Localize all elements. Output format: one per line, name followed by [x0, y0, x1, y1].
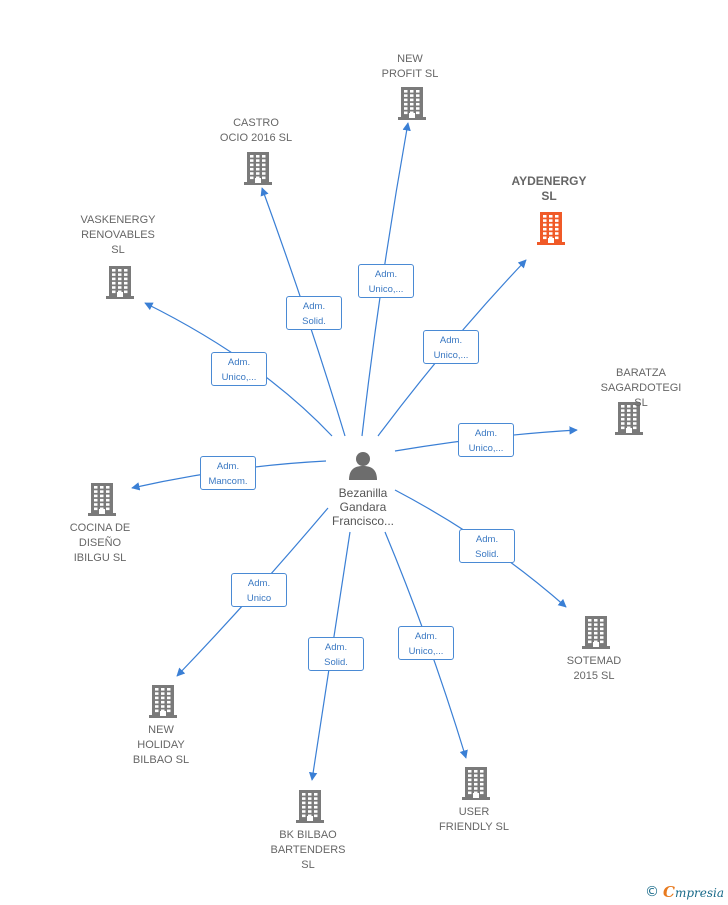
company-label-new-holiday[interactable]: NEW HOLIDAY BILBAO SL	[132, 724, 190, 766]
company-label-new-profit[interactable]: NEW PROFIT SL	[381, 53, 439, 80]
company-label-cocina[interactable]: COCINA DE DISEÑO IBILGU SL	[69, 522, 131, 564]
building-icon-aydenergy[interactable]	[535, 211, 567, 250]
company-label-castro-ocio[interactable]: CASTRO OCIO 2016 SL	[219, 117, 293, 144]
company-label-sotemad[interactable]: SOTEMAD 2015 SL	[566, 655, 622, 682]
building-icon-new-holiday[interactable]	[147, 684, 179, 723]
role-label-sotemad[interactable]: Adm. Solid.	[459, 529, 515, 563]
role-label-aydenergy[interactable]: Adm. Unico,...	[423, 330, 479, 364]
role-label-bk-bilbao[interactable]: Adm. Solid.	[308, 637, 364, 671]
building-icon-vaskenergy[interactable]	[104, 265, 136, 304]
building-icon-cocina[interactable]	[86, 482, 118, 521]
building-icon-sotemad[interactable]	[580, 615, 612, 654]
brand-initial: C	[662, 883, 675, 901]
role-label-castro-ocio[interactable]: Adm. Solid.	[286, 296, 342, 330]
company-label-vaskenergy[interactable]: VASKENERGY RENOVABLES SL	[80, 214, 156, 256]
person-icon	[347, 450, 379, 485]
role-label-cocina[interactable]: Adm. Mancom.	[200, 456, 256, 490]
copyright-icon: ©	[644, 884, 659, 900]
role-label-baratza[interactable]: Adm. Unico,...	[458, 423, 514, 457]
role-label-new-profit[interactable]: Adm. Unico,...	[358, 264, 414, 298]
building-icon-bk-bilbao[interactable]	[294, 789, 326, 828]
building-icon-user-friendly[interactable]	[460, 766, 492, 805]
building-icon-baratza[interactable]	[613, 401, 645, 440]
building-icon-new-profit[interactable]	[396, 86, 428, 125]
company-label-aydenergy[interactable]: AYDENERGY SL	[511, 174, 587, 203]
role-label-new-holiday[interactable]: Adm. Unico	[231, 573, 287, 607]
building-icon-castro-ocio[interactable]	[242, 151, 274, 190]
company-label-baratza[interactable]: BARATZA SAGARDOTEGI SL	[600, 367, 682, 409]
center-person-name[interactable]: Bezanilla Gandara Francisco...	[331, 486, 395, 528]
role-label-user-friendly[interactable]: Adm. Unico,...	[398, 626, 454, 660]
brand-name: mpresia	[674, 886, 724, 900]
company-label-bk-bilbao[interactable]: BK BILBAO BARTENDERS SL	[270, 829, 346, 871]
company-label-user-friendly[interactable]: USER FRIENDLY SL	[439, 806, 509, 833]
brand-footer[interactable]: © Cmpresia	[645, 883, 724, 901]
role-label-vaskenergy[interactable]: Adm. Unico,...	[211, 352, 267, 386]
